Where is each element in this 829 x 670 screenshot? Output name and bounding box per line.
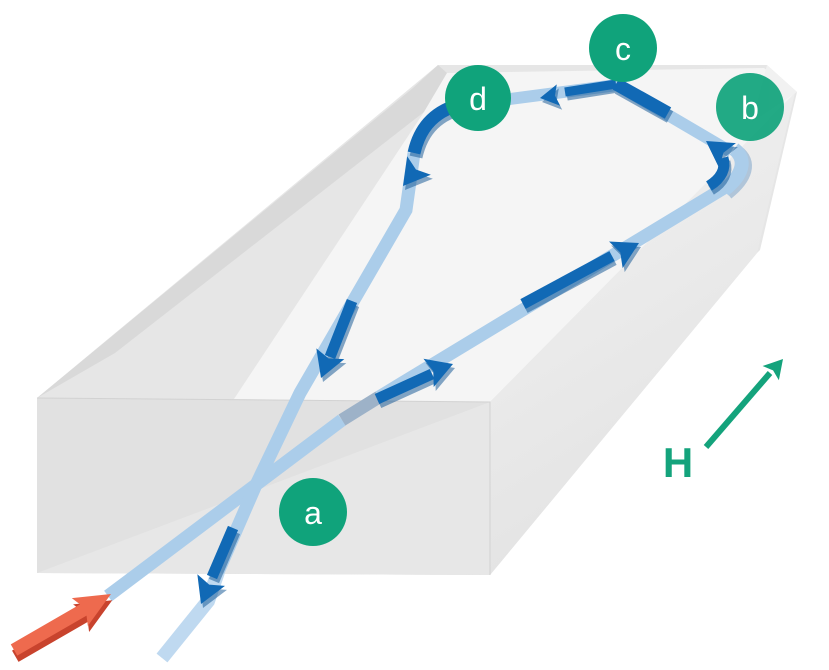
beam-input [104,414,346,602]
beam-arrow-bend-b [697,128,736,191]
beam-arrow-descend [306,298,358,384]
beam-arrows [187,78,736,610]
beam-descend [212,152,421,575]
beam-arrow-ascend-2 [520,229,646,309]
block-chamfer-face [37,65,447,398]
node-label-d: d [469,81,487,117]
node-marker-c: c [589,14,657,82]
beam-arrow-elbow-c [538,78,672,119]
node-label-c: c [615,31,631,67]
beam-arrow-ascend-1 [374,349,459,405]
node-label-b: b [741,90,759,126]
field-label: H [663,439,693,486]
magnetic-field: H [663,351,792,486]
magnetic-field-arrow [703,371,773,449]
node-marker-a: a [279,478,347,546]
block-front-face-highlight [37,402,490,575]
beam-input-dim [338,391,383,426]
block-right-face [490,93,795,575]
block-top-face [234,68,795,402]
node-marker-d: d [445,65,511,131]
beam-arrow-exit [187,525,239,610]
node-label-a: a [304,495,322,531]
node-markers: a b c d [279,14,784,546]
beam-bend-b [719,143,749,196]
node-marker-b: b [716,73,784,141]
orange-input-arrow [10,594,113,662]
orange-input-arrow-body [10,594,111,656]
block-front-edge [36,397,491,575]
